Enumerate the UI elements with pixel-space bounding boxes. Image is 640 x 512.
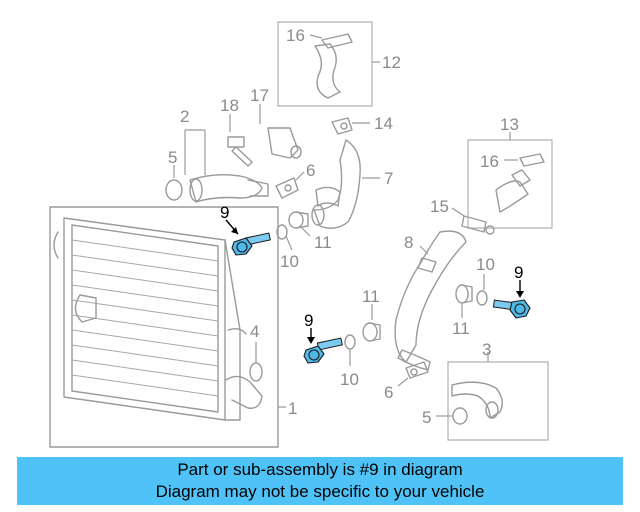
label-9-right: 9 <box>514 263 523 282</box>
label-17: 17 <box>250 86 269 105</box>
label-6-upper: 6 <box>306 161 315 180</box>
label-3: 3 <box>482 340 491 359</box>
arrowhead-9-middle <box>307 337 315 344</box>
label-5-left: 5 <box>168 148 177 167</box>
part-2-hose <box>165 129 269 203</box>
part-15-clip <box>451 207 495 235</box>
info-banner: Part or sub-assembly is #9 in diagram Di… <box>17 457 623 505</box>
label-11-upper: 11 <box>314 233 332 252</box>
label-2: 2 <box>180 107 189 126</box>
label-10-upper: 10 <box>280 252 299 271</box>
label-18: 18 <box>220 96 239 115</box>
part-10-11-upper <box>276 211 311 251</box>
label-14: 14 <box>374 114 393 133</box>
label-6-lower: 6 <box>384 383 393 402</box>
arrowhead-9-left <box>231 227 238 234</box>
label-15: 15 <box>430 197 449 216</box>
callout-box-13 <box>467 132 553 229</box>
label-4: 4 <box>250 322 259 341</box>
part-4-seal <box>249 342 263 382</box>
banner-line-1: Part or sub-assembly is #9 in diagram <box>177 460 463 479</box>
part-10-11-middle <box>344 304 381 366</box>
parts-diagram: 1 2 3 4 5 5 6 6 7 8 9 9 9 10 10 10 11 11… <box>49 21 553 448</box>
label-16-box13: 16 <box>480 152 499 171</box>
label-1: 1 <box>288 399 297 418</box>
label-10-right: 10 <box>476 255 495 274</box>
bolt-9-left[interactable] <box>231 232 271 256</box>
label-7: 7 <box>384 169 393 188</box>
part-6-clip-lower <box>397 361 429 387</box>
part-6-clip-upper <box>275 171 305 199</box>
bolt-9-middle[interactable] <box>303 337 343 364</box>
label-12: 12 <box>382 53 401 72</box>
label-10-middle: 10 <box>340 370 359 389</box>
label-11-right: 11 <box>452 319 470 338</box>
label-11-middle: 11 <box>362 287 380 306</box>
bolt-9-right[interactable] <box>492 299 531 319</box>
label-8: 8 <box>404 233 413 252</box>
callout-box-3 <box>436 352 549 441</box>
label-9-middle: 9 <box>304 311 313 330</box>
label-5-right: 5 <box>422 408 431 427</box>
label-13: 13 <box>500 115 519 134</box>
label-16-box12: 16 <box>286 26 305 45</box>
part-10-11-right <box>455 274 488 318</box>
banner-line-2: Diagram may not be specific to your vehi… <box>155 482 485 501</box>
intercooler <box>49 206 286 448</box>
part-18-sensor <box>227 114 253 167</box>
callout-box-12 <box>277 21 380 107</box>
part-17-sensor <box>259 104 302 159</box>
label-9-left: 9 <box>220 203 229 222</box>
part-7-pipe <box>311 139 380 229</box>
part-8-pipe <box>394 230 467 371</box>
part-14-clip <box>331 117 370 135</box>
arrowhead-9-right <box>516 291 524 298</box>
